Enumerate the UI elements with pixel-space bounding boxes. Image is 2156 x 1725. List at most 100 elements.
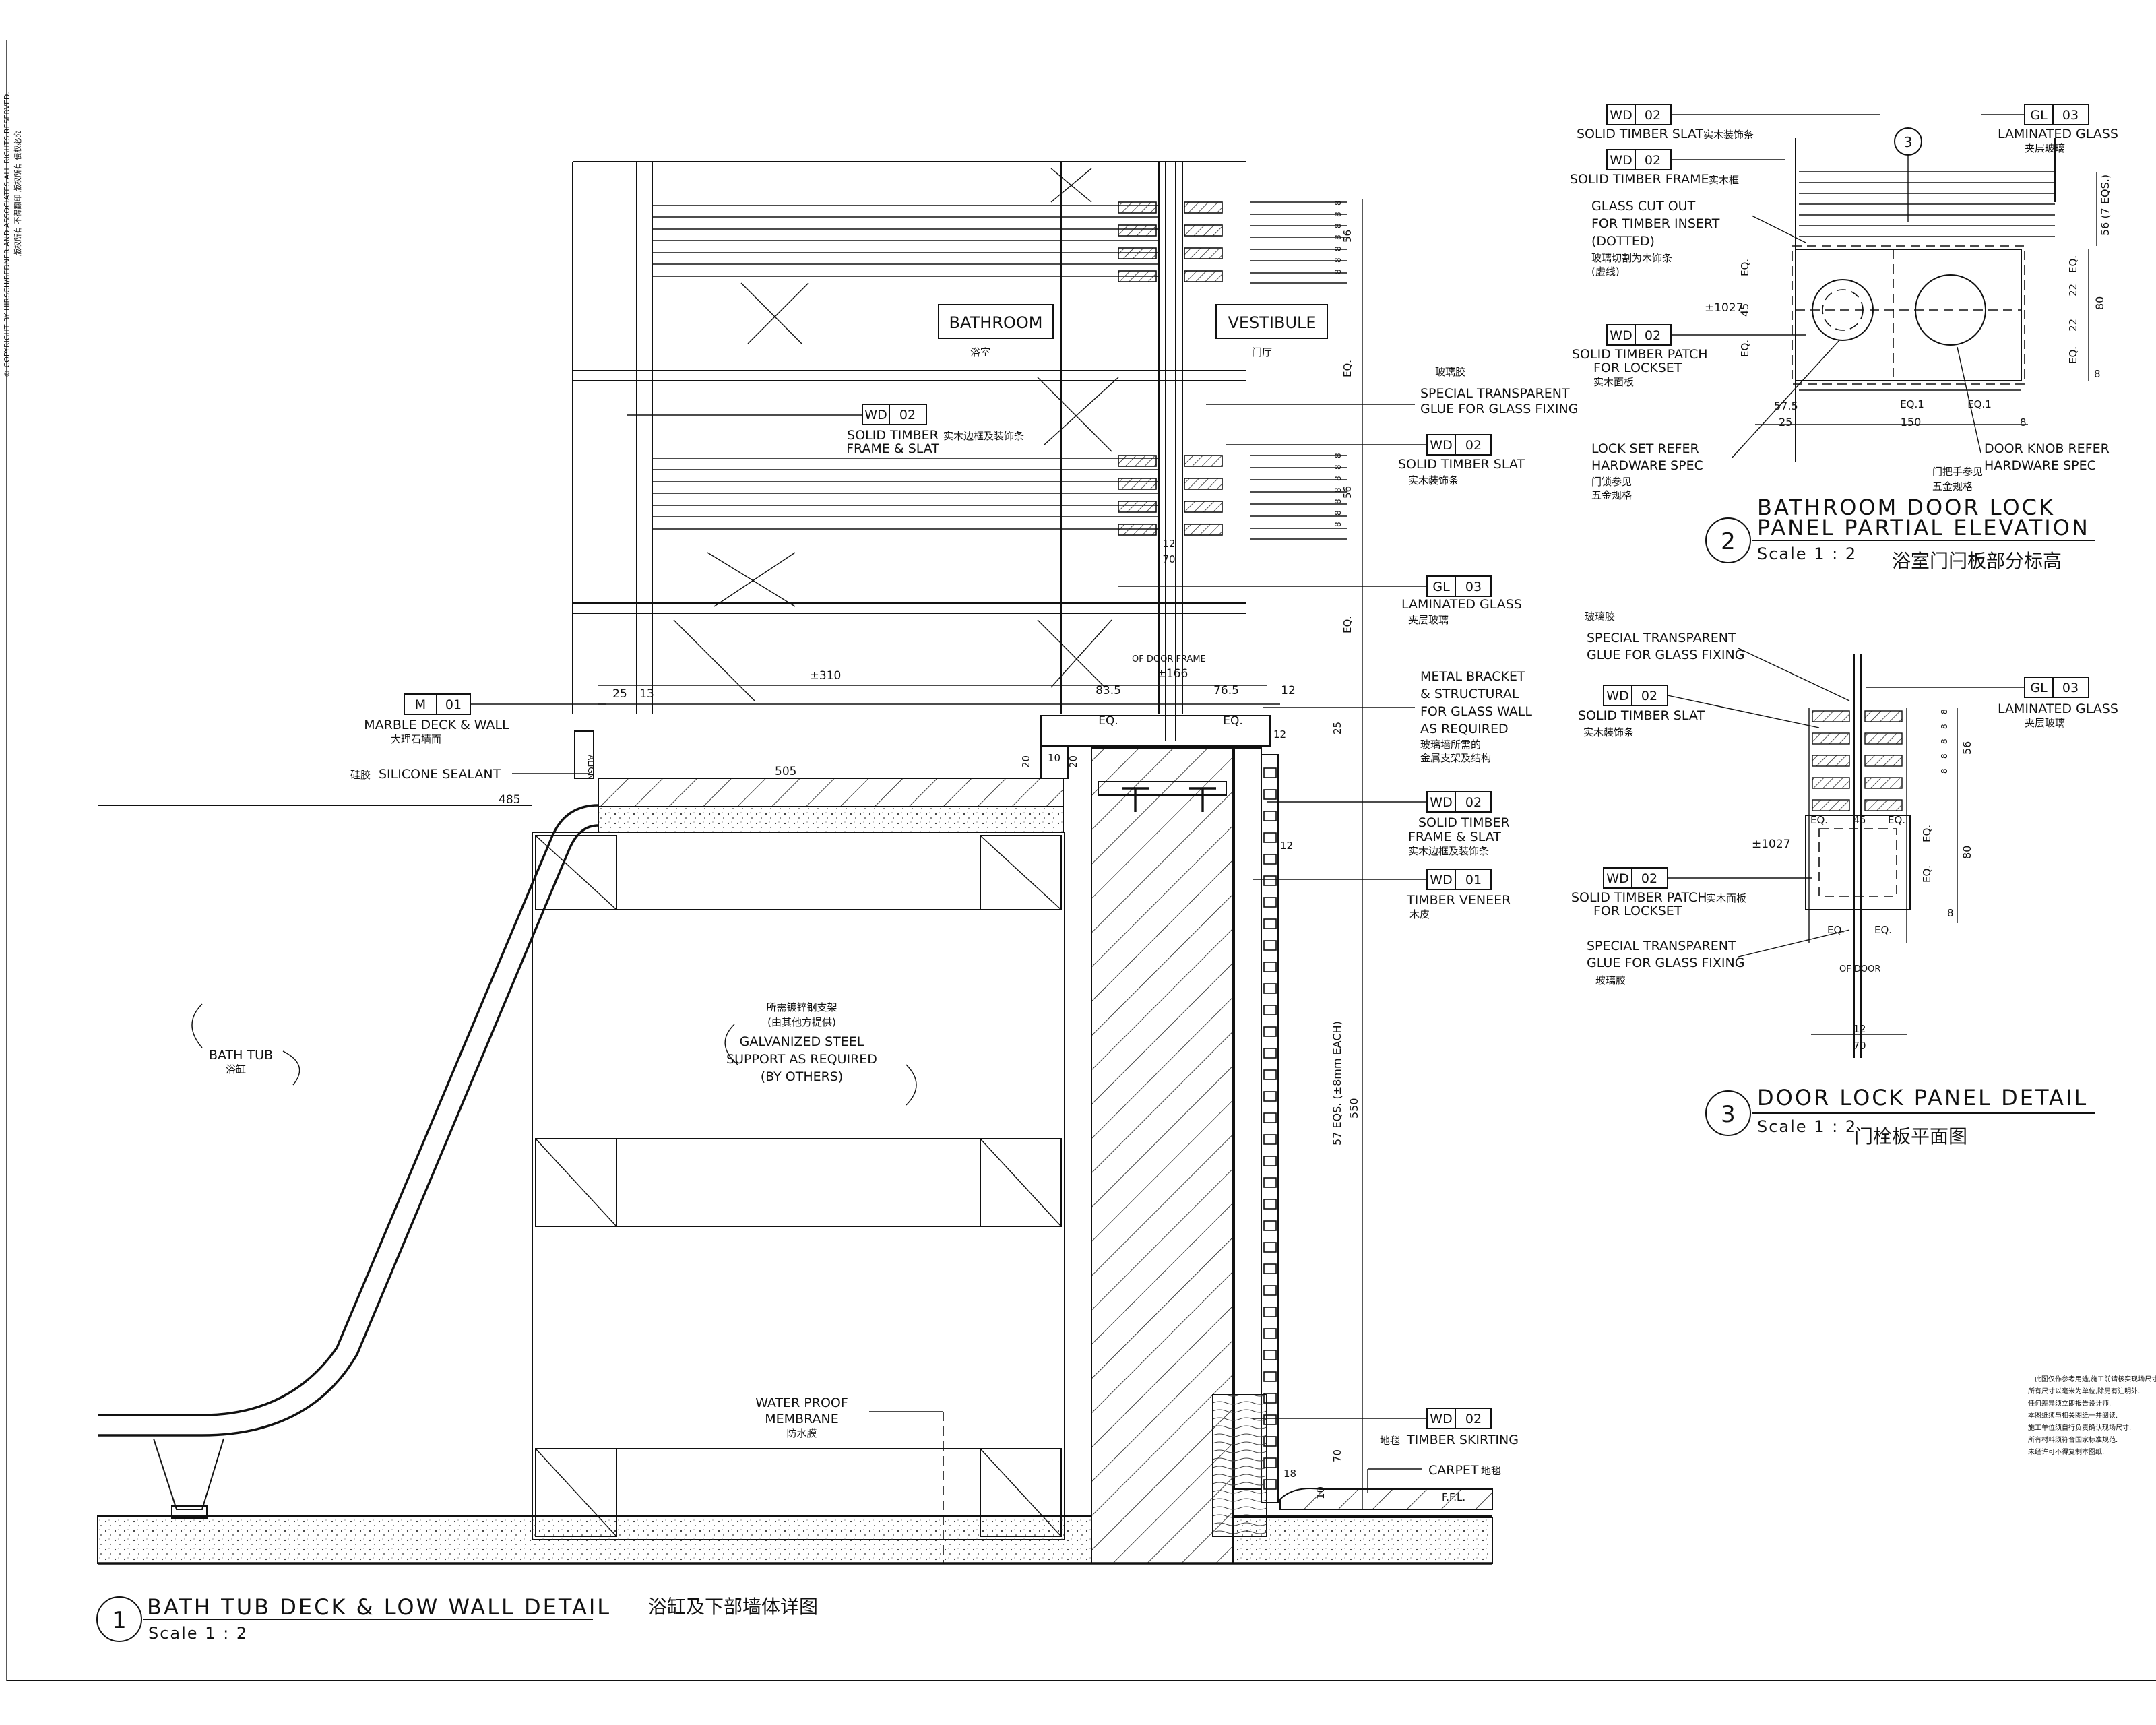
svg-text:BATH TUB: BATH TUB [209,1048,273,1063]
room-tag-vestibule-label: VESTIBULE [1228,313,1316,332]
svg-text:03: 03 [1465,579,1482,594]
svg-text:12: 12 [1273,728,1286,741]
svg-text:SOLID TIMBER FRAME: SOLID TIMBER FRAME [1570,172,1709,187]
svg-text:8: 8 [1940,768,1949,774]
svg-text:FOR TIMBER INSERT: FOR TIMBER INSERT [1591,216,1720,231]
svg-text:实木装饰条: 实木装饰条 [1703,129,1754,141]
svg-text:(由其他方提供): (由其他方提供) [767,1016,836,1028]
svg-text:玻璃胶: 玻璃胶 [1435,366,1465,378]
material-tag: GL 03 LAMINATED GLASS 夹层玻璃 [1118,575,1522,626]
svg-text:2: 2 [1721,528,1736,555]
detail-1-dimensions: ±310 25 13 83.5 76.5 12 ±166 EQ. EQ. 12 … [598,199,1363,1509]
svg-text:83.5: 83.5 [1096,684,1121,697]
svg-text:OF DOOR: OF DOOR [1839,964,1880,974]
svg-text:WD: WD [1430,873,1452,887]
svg-text:22: 22 [2067,319,2079,332]
svg-text:SOLID TIMBER: SOLID TIMBER [847,428,939,443]
svg-text:HARDWARE SPEC: HARDWARE SPEC [1984,458,2096,473]
svg-text:485: 485 [499,793,520,807]
svg-text:±166: ±166 [1157,667,1188,681]
svg-text:13: 13 [639,687,654,701]
material-tag: WD 02 SOLID TIMBER FRAME & SLAT 实木边框及装饰条 [1267,791,1510,857]
svg-text:DOOR KNOB REFER: DOOR KNOB REFER [1984,441,2110,456]
svg-text:8: 8 [1333,269,1343,274]
svg-text:12: 12 [1853,1023,1866,1035]
detail-3-title: DOOR LOCK PANEL DETAIL [1757,1085,2088,1110]
svg-text:25: 25 [612,687,627,701]
svg-text:夹层玻璃: 夹层玻璃 [1408,614,1449,626]
svg-text:25: 25 [1779,416,1792,429]
svg-text:LAMINATED GLASS: LAMINATED GLASS [1998,127,2118,142]
svg-text:GL: GL [2030,108,2048,123]
svg-text:施工单位须自行负责确认现场尺寸.: 施工单位须自行负责确认现场尺寸. [2028,1423,2131,1432]
material-tag: WD 02 地毯 TIMBER SKIRTING [1253,1408,1519,1447]
svg-text:8: 8 [1940,724,1949,729]
svg-text:EQ.: EQ. [1810,814,1828,826]
svg-text:METAL BRACKET: METAL BRACKET [1420,669,1525,684]
svg-text:±310: ±310 [810,669,842,683]
svg-text:金属支架及结构: 金属支架及结构 [1420,752,1491,764]
copyright-text: © COPYRIGHT BY HIRSCH/BEDNER AND ASSOCIA… [3,92,11,377]
room-tag-vestibule [1215,304,1328,339]
svg-text:25: 25 [1331,722,1343,734]
svg-text:HARDWARE SPEC: HARDWARE SPEC [1591,458,1703,473]
svg-text:玻璃胶: 玻璃胶 [1585,610,1615,623]
svg-text:56: 56 [1341,486,1354,499]
svg-text:浴缸: 浴缸 [226,1063,246,1075]
svg-text:EQ.: EQ. [1739,340,1751,357]
svg-text:8: 8 [1947,907,1954,919]
svg-text:EQ.: EQ. [1888,814,1905,826]
svg-text:GALVANIZED STEEL: GALVANIZED STEEL [740,1034,864,1049]
detail-2-labels: WD 02 SOLID TIMBER SLAT 实木装饰条 WD 02 SOLI… [1570,104,2118,501]
svg-text:WATER PROOF: WATER PROOF [755,1395,848,1410]
detail-1-title: BATH TUB DECK & LOW WALL DETAIL [147,1594,611,1620]
svg-text:实木面板: 实木面板 [1706,892,1746,904]
svg-text:WD: WD [1430,438,1452,453]
svg-text:WD: WD [1606,689,1628,703]
svg-text:GLUE FOR GLASS FIXING: GLUE FOR GLASS FIXING [1420,402,1578,416]
svg-text:所有尺寸以毫米为单位,除另有注明外.: 所有尺寸以毫米为单位,除另有注明外. [2028,1387,2140,1395]
svg-text:WD: WD [1610,108,1632,123]
svg-text:五金规格: 五金规格 [1591,489,1632,501]
detail-1-scale: Scale 1 : 2 [148,1624,248,1643]
svg-text:8: 8 [1940,739,1949,744]
svg-text:实木装饰条: 实木装饰条 [1408,474,1459,487]
svg-text:02: 02 [899,408,916,422]
svg-text:03: 03 [2062,108,2079,123]
detail-3-title-block: 3 DOOR LOCK PANEL DETAIL Scale 1 : 2 门栓板… [1705,1085,2095,1148]
svg-text:GLUE FOR GLASS FIXING: GLUE FOR GLASS FIXING [1587,648,1744,662]
svg-text:夹层玻璃: 夹层玻璃 [2025,142,2065,154]
svg-text:& STRUCTURAL: & STRUCTURAL [1420,687,1519,701]
svg-text:五金规格: 五金规格 [1932,480,1973,493]
svg-text:80: 80 [1961,846,1973,859]
svg-text:F.F.L.: F.F.L. [1442,1491,1465,1503]
svg-text:玻璃切割为木饰条: 玻璃切割为木饰条 [1591,252,1672,264]
detail-1-title-block: 1 BATH TUB DECK & LOW WALL DETAIL 浴缸及下部墙… [96,1594,818,1643]
svg-text:此图仅作参考用途,施工前请核实现场尺寸.: 此图仅作参考用途,施工前请核实现场尺寸. [2035,1375,2156,1383]
detail-2-scale: Scale 1 : 2 [1757,544,1857,563]
svg-text:FOR LOCKSET: FOR LOCKSET [1593,904,1682,918]
svg-text:AS REQUIRED: AS REQUIRED [1420,722,1509,736]
svg-text:EQ.: EQ. [1341,616,1354,633]
svg-text:EQ.: EQ. [1827,924,1845,936]
svg-text:8: 8 [1940,753,1949,759]
svg-text:EQ.: EQ. [1921,825,1933,842]
svg-text:8: 8 [2020,416,2027,429]
svg-text:10: 10 [1048,752,1060,764]
svg-text:EQ.: EQ. [1739,259,1751,276]
timber-grooves [1263,767,1277,1490]
svg-text:地毯: 地毯 [1380,1435,1400,1447]
svg-text:±1027: ±1027 [1705,301,1744,315]
svg-text:SOLID TIMBER PATCH: SOLID TIMBER PATCH [1572,347,1708,362]
material-tag: GL 03 LAMINATED GLASS 夹层玻璃 [1866,677,2118,729]
svg-text:1: 1 [112,1607,127,1634]
svg-text:FRAME & SLAT: FRAME & SLAT [1408,829,1501,844]
room-tag-bathroom-cn: 浴室 [970,346,990,358]
svg-text:(虚线): (虚线) [1591,265,1620,278]
svg-text:8: 8 [1333,234,1343,240]
svg-text:本图纸须与相关图纸一并阅读.: 本图纸须与相关图纸一并阅读. [2028,1411,2118,1420]
room-tag-bathroom-label: BATHROOM [949,313,1043,332]
svg-text:SPECIAL TRANSPARENT: SPECIAL TRANSPARENT [1587,939,1736,953]
svg-text:EQ.1: EQ.1 [1967,398,1992,410]
